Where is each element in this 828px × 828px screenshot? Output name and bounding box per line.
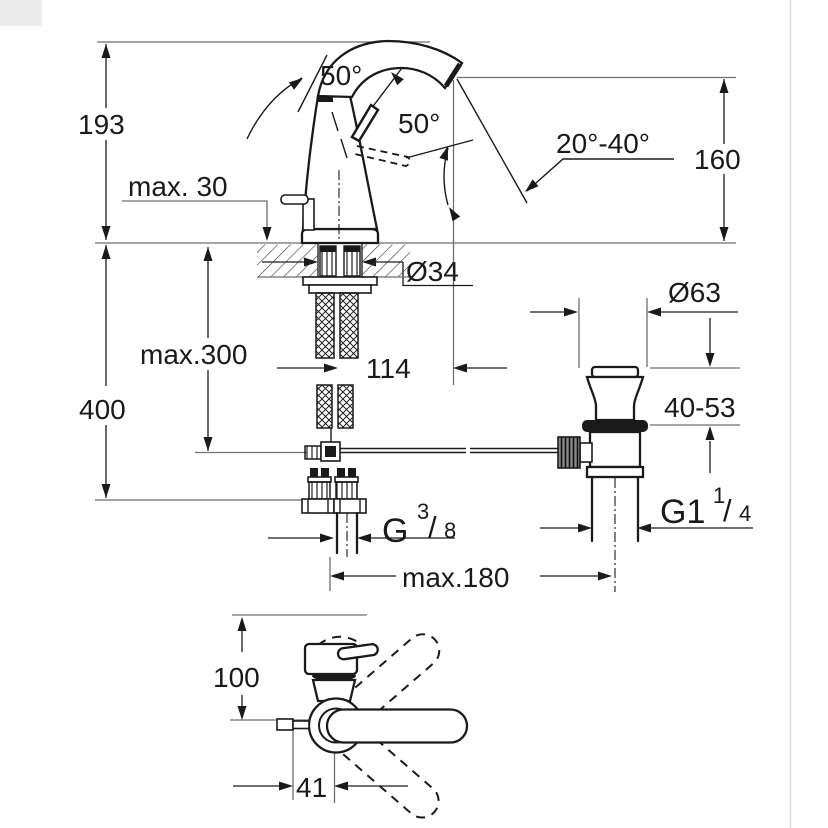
faucet-lever-raised bbox=[350, 103, 380, 143]
body-joint-mark bbox=[318, 96, 333, 102]
pop-up-rod-assembly bbox=[304, 428, 558, 462]
pop-up-waste-assembly bbox=[557, 365, 648, 592]
spout-outlet bbox=[443, 62, 463, 88]
dim-spout-outlet-height: 160 bbox=[694, 144, 741, 175]
waste-thread-base: G1 bbox=[660, 493, 705, 531]
dim-below-deck-depth: 400 bbox=[79, 394, 126, 425]
faucet-top-view bbox=[276, 633, 469, 819]
faucet-lever-lowered-dashed bbox=[354, 145, 411, 167]
dim-top-view-height: 100 bbox=[213, 662, 260, 693]
dim-waste-thread: G1 1 / 4 bbox=[660, 483, 751, 531]
hose-connectors bbox=[301, 468, 367, 557]
dim-shank-diameter: Ø34 bbox=[406, 256, 459, 287]
supply-hoses bbox=[315, 292, 359, 429]
page-corner-artifact bbox=[0, 0, 42, 26]
faucet-front-view bbox=[280, 39, 464, 245]
dim-spout-reach: 114 bbox=[366, 353, 411, 384]
dim-handle-lift-angle: 50° bbox=[398, 108, 440, 139]
dim-supply-thread: G 3 / 8 bbox=[382, 499, 456, 550]
pop-up-rod-knob bbox=[280, 194, 309, 205]
supply-thread-denominator: 8 bbox=[444, 518, 456, 543]
waste-thread-denominator: 4 bbox=[739, 501, 751, 526]
waste-thread-numerator: 1 bbox=[713, 483, 725, 508]
dim-max-waste-distance: max.180 bbox=[402, 562, 509, 593]
faucet-base-plate bbox=[300, 227, 380, 245]
faucet-spout bbox=[316, 39, 464, 99]
dim-waste-height-range: 40-53 bbox=[664, 392, 736, 423]
reference-lines bbox=[95, 41, 740, 803]
supply-thread-numerator: 3 bbox=[417, 499, 429, 524]
annotation-leaders bbox=[246, 54, 674, 206]
dimension-lines bbox=[105, 44, 753, 787]
waste-thread-slash: / bbox=[723, 493, 732, 528]
pop-up-pin-top-view bbox=[276, 718, 310, 731]
supply-thread-base: G bbox=[382, 512, 408, 550]
faucet-body bbox=[301, 94, 379, 231]
dim-rod-offset: 41 bbox=[296, 772, 327, 803]
dimension-labels: 193 max. 30 400 max.300 114 Ø34 50° 50° … bbox=[78, 60, 751, 803]
dim-handle-swivel-angle: 50° bbox=[320, 60, 362, 91]
dim-waste-flange-diameter: Ø63 bbox=[668, 277, 721, 308]
dimension-arrowheads bbox=[101, 44, 729, 791]
lever-pin-top-view bbox=[336, 643, 379, 661]
countertop-section bbox=[257, 244, 410, 278]
dim-max-hose-length: max.300 bbox=[140, 339, 247, 370]
spout-dashed-outline bbox=[317, 635, 365, 647]
dim-overall-height: 193 bbox=[78, 109, 125, 140]
mounting-shank bbox=[302, 245, 378, 294]
lever-top-view bbox=[325, 708, 469, 744]
dim-spray-angle-range: 20°-40° bbox=[556, 128, 650, 159]
dim-max-deck-thickness: max. 30 bbox=[128, 171, 228, 202]
supply-thread-slash: / bbox=[428, 510, 437, 545]
